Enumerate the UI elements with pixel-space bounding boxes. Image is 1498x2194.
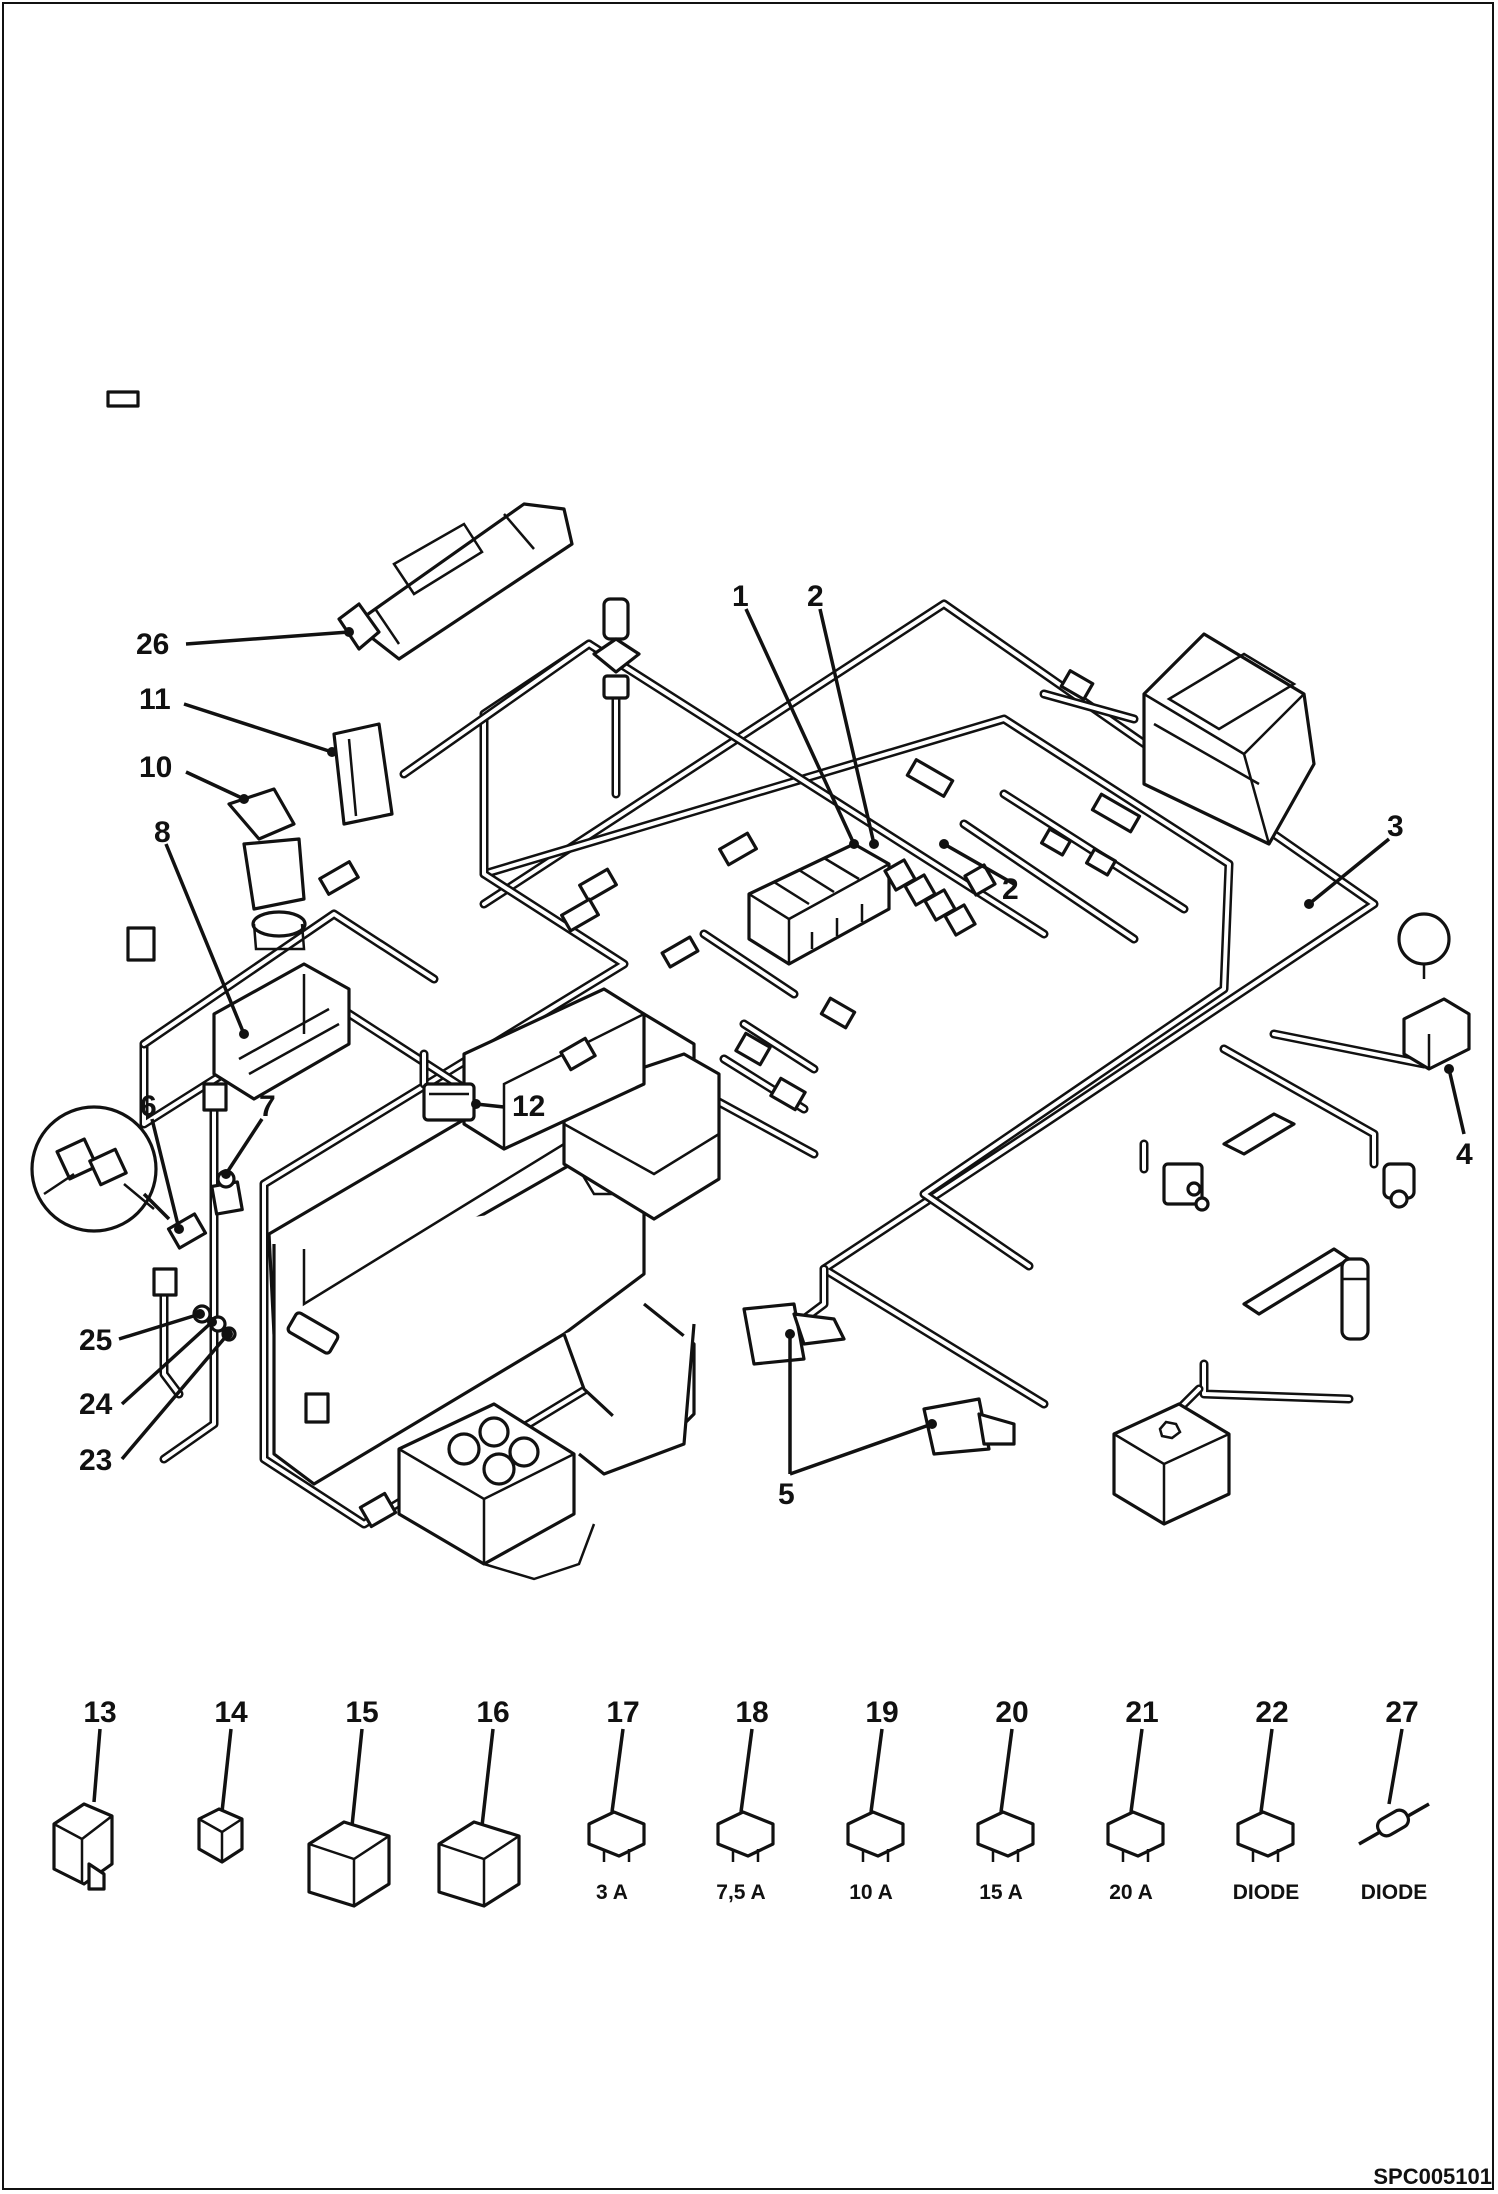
callout-12: 12 [512, 1090, 545, 1123]
legend-label-17: 3 A [596, 1881, 628, 1904]
callout-25: 25 [79, 1324, 112, 1357]
callout-3: 3 [1387, 810, 1404, 843]
connector-detail-inset [30, 1105, 171, 1233]
wiring-harness-diagram: 26 11 10 8 1 2 2 3 4 5 6 7 12 25 24 23 1… [30, 390, 1492, 2189]
component-8-ecu [212, 962, 351, 1101]
legend-part-14-micro-relay [197, 1807, 244, 1864]
legend-num-16: 16 [476, 1696, 509, 1729]
legend-part-19-fuse [846, 1810, 905, 1862]
component-11-module [318, 722, 394, 896]
left-harness-connectors [202, 1082, 398, 1529]
callout-8: 8 [154, 816, 171, 849]
legend-part-18-fuse [716, 1810, 775, 1862]
legend-part-21-fuse [1106, 1810, 1165, 1862]
legend-part-16-relay [437, 1820, 521, 1908]
ignition-switch [592, 597, 641, 700]
callout-26: 26 [136, 628, 169, 661]
legend-num-21: 21 [1125, 1696, 1158, 1729]
figure-code: SPC005101 [1373, 2164, 1492, 2189]
filter-and-battery [1112, 1247, 1370, 1526]
legend-label-19: 10 A [849, 1881, 893, 1904]
callout-10: 10 [139, 751, 172, 784]
legend-num-22: 22 [1255, 1696, 1288, 1729]
component-1-fuse-box [747, 842, 891, 966]
component-6-7-connectors [166, 1169, 244, 1250]
legend-part-17-fuse [587, 1810, 646, 1862]
grease-tube [337, 502, 574, 661]
component-2-relays [883, 858, 997, 937]
component-4-beacon [1397, 912, 1471, 1071]
option-connector [106, 390, 156, 962]
component-10-valve [227, 787, 307, 951]
legend-label-20: 15 A [979, 1881, 1023, 1904]
legend-num-13: 13 [83, 1696, 116, 1729]
legend-num-19: 19 [865, 1696, 898, 1729]
callout-2: 2 [807, 580, 824, 613]
leader-dots [174, 627, 1454, 1429]
component-5-work-lights [742, 1302, 1016, 1456]
legend-part-27-inline-diode [1358, 1802, 1430, 1846]
legend-num-27: 27 [1385, 1696, 1418, 1729]
legend-label-22: DIODE [1233, 1881, 1300, 1904]
harness-wires [139, 599, 1429, 1529]
central-housing [462, 987, 721, 1221]
callout-11: 11 [139, 683, 171, 716]
component-3-cabinet [1142, 632, 1316, 846]
callout-1: 1 [732, 580, 749, 613]
callout-23: 23 [79, 1444, 112, 1477]
right-side-components [1162, 1112, 1416, 1212]
callout-4: 4 [1456, 1138, 1473, 1171]
callout-2-second: 2 [1002, 873, 1019, 906]
callout-5: 5 [778, 1478, 795, 1511]
callout-6: 6 [140, 1090, 157, 1123]
component-12-lamp [422, 1082, 476, 1122]
legend-num-20: 20 [995, 1696, 1028, 1729]
legend-part-20-fuse [976, 1810, 1035, 1862]
callout-24: 24 [79, 1388, 113, 1421]
legend-label-18: 7,5 A [716, 1881, 765, 1904]
top-connector [559, 669, 1142, 1112]
leader-lines [118, 608, 1466, 1476]
callout-7: 7 [259, 1090, 276, 1123]
parts-legend: 13 14 15 16 17 18 19 20 21 22 27 [52, 1696, 1430, 1908]
legend-num-17: 17 [606, 1696, 639, 1729]
legend-label-27: DIODE [1361, 1881, 1428, 1904]
legend-label-21: 20 A [1109, 1881, 1153, 1904]
legend-num-18: 18 [735, 1696, 768, 1729]
legend-part-15-relay [307, 1820, 391, 1908]
legend-part-22-diode-fuse [1236, 1810, 1295, 1862]
lower-switch-box [397, 1402, 596, 1581]
callout-numbers: 26 11 10 8 1 2 2 3 4 5 6 7 12 25 24 23 [79, 580, 1473, 1511]
legend-num-14: 14 [214, 1696, 248, 1729]
legend-part-13-relay-base [52, 1802, 114, 1891]
legend-num-15: 15 [345, 1696, 378, 1729]
